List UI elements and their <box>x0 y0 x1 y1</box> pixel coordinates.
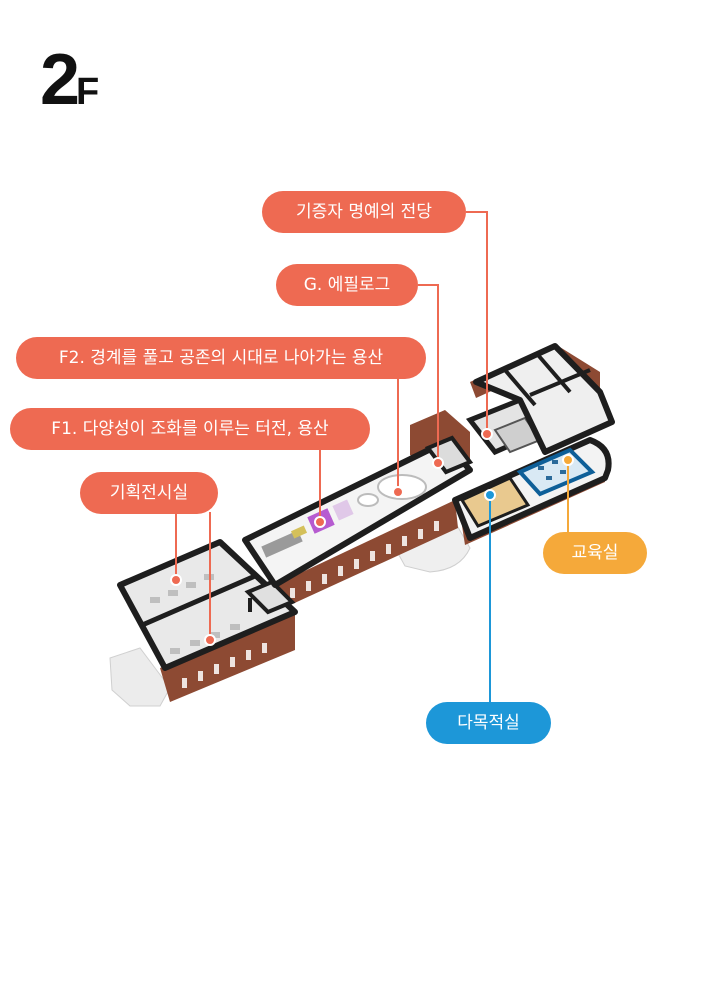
label-honor-hall[interactable]: 기증자 명예의 전당 <box>262 191 466 233</box>
leader-honor-hall <box>466 211 488 434</box>
education-desks <box>538 460 566 480</box>
label-epilogue[interactable]: G. 에필로그 <box>276 264 418 306</box>
marker-f1 <box>314 516 326 528</box>
north-block <box>473 343 615 455</box>
label-special[interactable]: 기획전시실 <box>80 472 218 514</box>
label-f2[interactable]: F2. 경계를 풀고 공존의 시대로 나아가는 용산 <box>16 337 426 379</box>
multipurpose-floor <box>459 476 531 528</box>
f2-exhibit-2 <box>357 493 379 507</box>
marker-special-a <box>170 574 182 586</box>
west-wing-divider <box>139 573 256 629</box>
education-room <box>516 447 596 497</box>
floor-suffix: F <box>76 71 100 113</box>
marker-f2 <box>392 486 404 498</box>
label-multipurpose[interactable]: 다목적실 <box>426 702 551 744</box>
entrance-platform <box>394 521 471 573</box>
building-model <box>109 343 615 707</box>
floor-title: 2F <box>40 44 99 116</box>
brick-wall-west <box>160 612 295 702</box>
markers <box>170 428 574 646</box>
marker-special-b <box>204 634 216 646</box>
west-junction-room <box>244 579 296 615</box>
label-f1[interactable]: F1. 다양성이 조화를 이루는 터전, 용산 <box>10 408 370 450</box>
floor-number: 2 <box>40 40 80 120</box>
marker-honor-hall <box>481 428 493 440</box>
leader-epilogue <box>418 284 439 463</box>
marker-education <box>562 454 574 466</box>
label-education[interactable]: 교육실 <box>543 532 647 574</box>
north-block-wall-3 <box>529 368 591 397</box>
north-block-wall-2 <box>536 353 572 394</box>
west-wing-floor <box>117 539 298 671</box>
f2-exhibit <box>377 474 427 500</box>
brick-wall-corridor <box>275 500 458 612</box>
north-block-wall <box>503 368 537 407</box>
marker-multipurpose <box>484 489 496 501</box>
left-terrace <box>109 647 171 707</box>
marker-epilogue <box>432 457 444 469</box>
